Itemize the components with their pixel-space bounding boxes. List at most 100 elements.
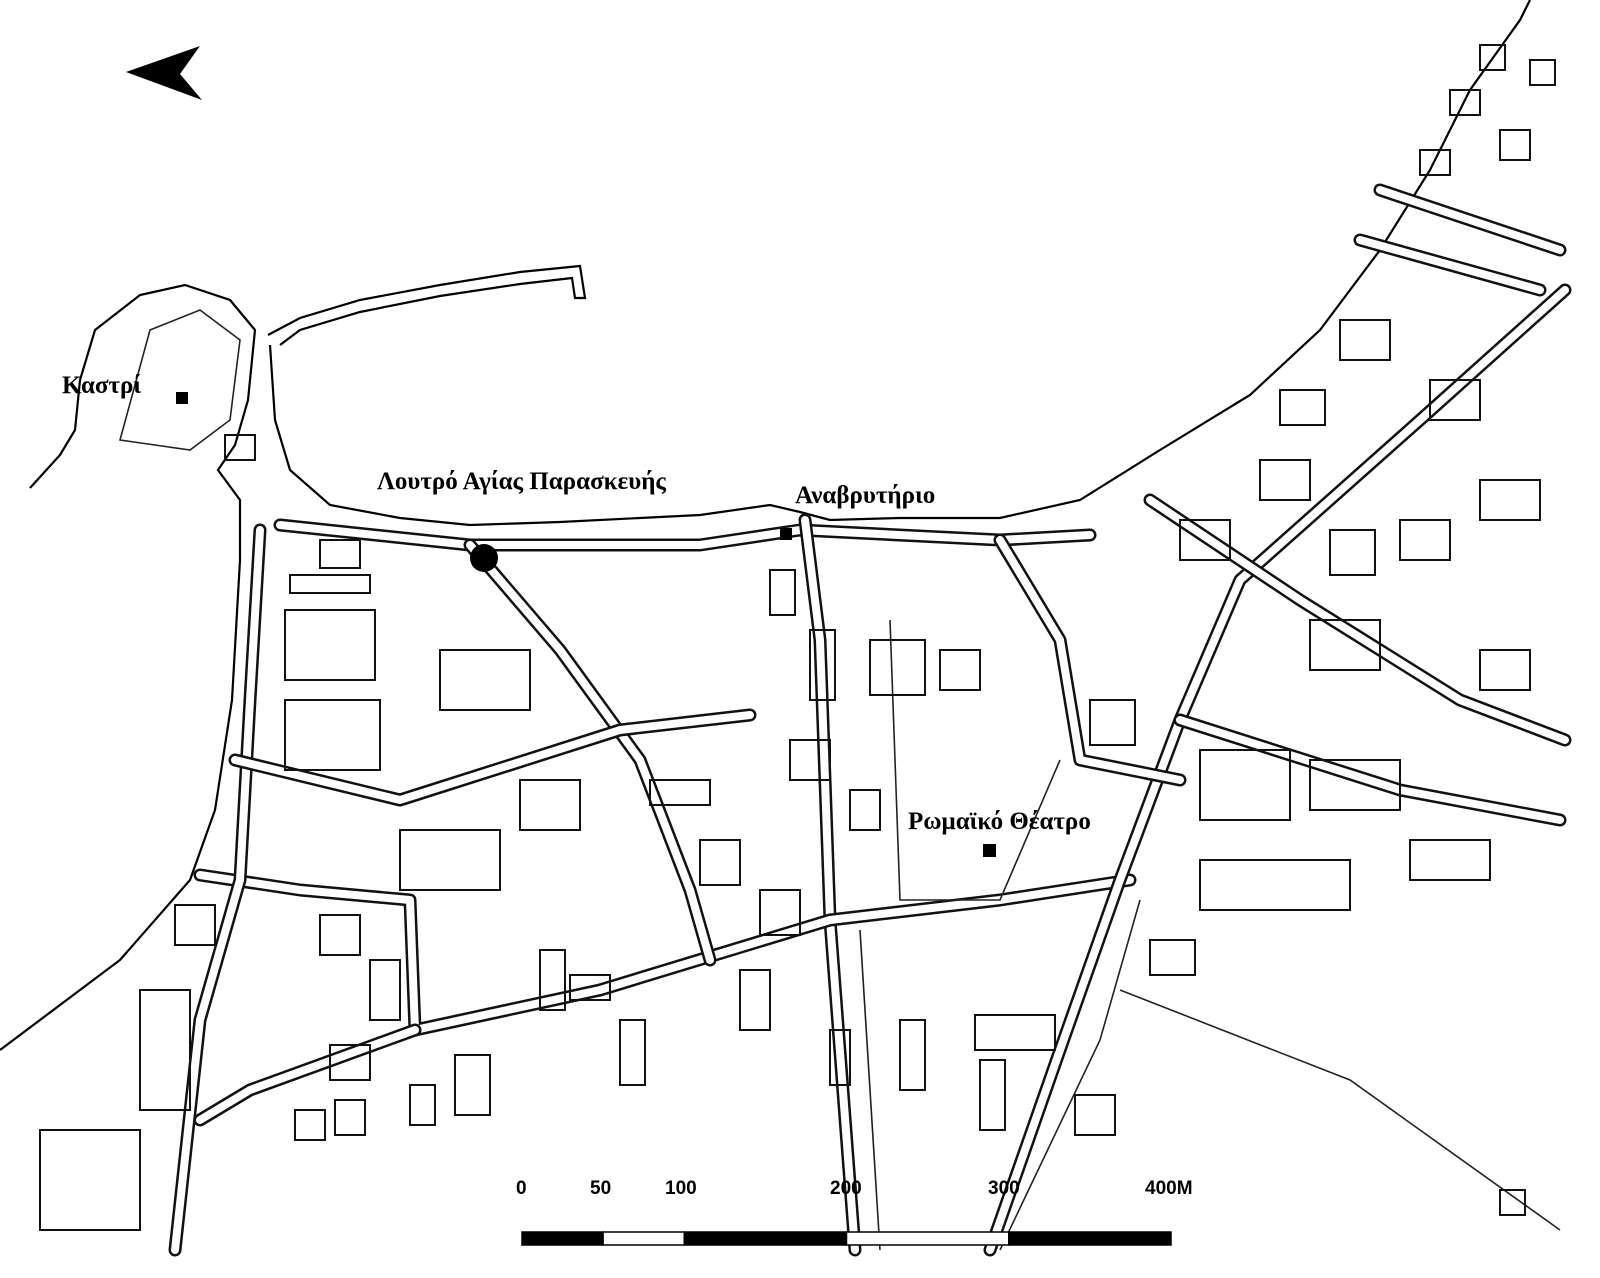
- theatre-marker: [983, 844, 996, 857]
- harbour-shore: [268, 0, 1531, 527]
- building: [789, 739, 831, 781]
- building: [539, 949, 566, 1011]
- path-line: [859, 929, 881, 1251]
- scale-tick-200: 200: [830, 1178, 862, 1199]
- road-fill: [1356, 236, 1544, 294]
- road-fill: [276, 521, 1094, 549]
- building: [139, 989, 191, 1111]
- building: [319, 914, 361, 956]
- building: [869, 639, 926, 696]
- building: [1419, 149, 1451, 176]
- building: [1529, 59, 1556, 86]
- building: [1199, 859, 1351, 911]
- building: [1089, 699, 1136, 746]
- building: [409, 1084, 436, 1126]
- building: [174, 904, 216, 946]
- building: [1074, 1094, 1116, 1136]
- building: [1499, 1189, 1526, 1216]
- road-fill: [196, 1026, 419, 1124]
- road-fill: [1376, 186, 1564, 254]
- scale-tick-400: 400M: [1145, 1178, 1193, 1199]
- scale-segment: [683, 1231, 848, 1246]
- building: [294, 1109, 326, 1141]
- road: [463, 538, 717, 967]
- scale-bar: [521, 1231, 1172, 1246]
- label-theatre: Ρωμαϊκό Θέατρο: [908, 808, 1091, 835]
- building: [284, 699, 381, 771]
- building: [739, 969, 771, 1031]
- peninsula-inner: [118, 309, 241, 451]
- building: [329, 1044, 371, 1081]
- building: [899, 1019, 926, 1091]
- building: [39, 1129, 141, 1231]
- building: [1479, 479, 1541, 521]
- scale-segment: [1008, 1231, 1172, 1246]
- road-fill: [466, 541, 714, 964]
- building: [1279, 389, 1326, 426]
- building: [939, 649, 981, 691]
- building: [569, 974, 611, 1001]
- building: [649, 779, 711, 806]
- building: [519, 779, 581, 831]
- building: [284, 609, 376, 681]
- scale-segment: [521, 1231, 604, 1246]
- building: [1449, 89, 1481, 116]
- building: [1199, 749, 1291, 821]
- building: [1309, 759, 1401, 811]
- scale-segment: [845, 1231, 1010, 1246]
- coastline: [0, 283, 257, 1051]
- path-line: [1119, 989, 1561, 1231]
- scale-tick-100: 100: [665, 1178, 697, 1199]
- building: [1179, 519, 1231, 561]
- building: [1409, 839, 1491, 881]
- scale-tick-300: 300: [988, 1178, 1020, 1199]
- road: [983, 283, 1572, 1257]
- road-fill: [996, 536, 1184, 784]
- building: [769, 569, 796, 616]
- road-fill: [986, 286, 1569, 1254]
- label-loutro: Λουτρό Αγίας Παρασκευής: [377, 468, 666, 495]
- road-fill: [171, 526, 264, 1254]
- scale-segment: [602, 1231, 685, 1246]
- building: [1259, 459, 1311, 501]
- scale-tick-0: 0: [516, 1178, 527, 1199]
- building: [979, 1059, 1006, 1131]
- loutro-marker: [470, 544, 498, 572]
- anavrytirio-marker: [780, 528, 792, 540]
- building: [1499, 129, 1531, 161]
- building: [334, 1099, 366, 1136]
- building: [224, 434, 256, 461]
- building: [1479, 649, 1531, 691]
- label-kastri: Καστρί: [62, 372, 142, 399]
- building: [974, 1014, 1056, 1051]
- building: [319, 539, 361, 569]
- building: [439, 649, 531, 711]
- building: [399, 829, 501, 891]
- building: [369, 959, 401, 1021]
- building: [1479, 44, 1506, 71]
- north-arrow-icon: [126, 46, 202, 100]
- building: [1339, 319, 1391, 361]
- label-anavrytirio: Αναβρυτήριο: [795, 482, 936, 509]
- building: [1429, 379, 1481, 421]
- kastri-marker: [176, 392, 188, 404]
- building: [619, 1019, 646, 1086]
- building: [829, 1029, 851, 1086]
- building: [849, 789, 881, 831]
- path-line: [999, 899, 1141, 1251]
- building: [699, 839, 741, 886]
- building: [759, 889, 801, 936]
- road-fill: [196, 871, 1134, 1034]
- building: [454, 1054, 491, 1116]
- building: [1399, 519, 1451, 561]
- buildings: [39, 44, 1556, 1231]
- scale-tick-50: 50: [590, 1178, 612, 1199]
- building: [289, 574, 371, 594]
- building: [1329, 529, 1376, 576]
- harbour-mole: [267, 264, 587, 346]
- building: [1149, 939, 1196, 976]
- road-network: [168, 183, 1572, 1257]
- building: [809, 629, 836, 701]
